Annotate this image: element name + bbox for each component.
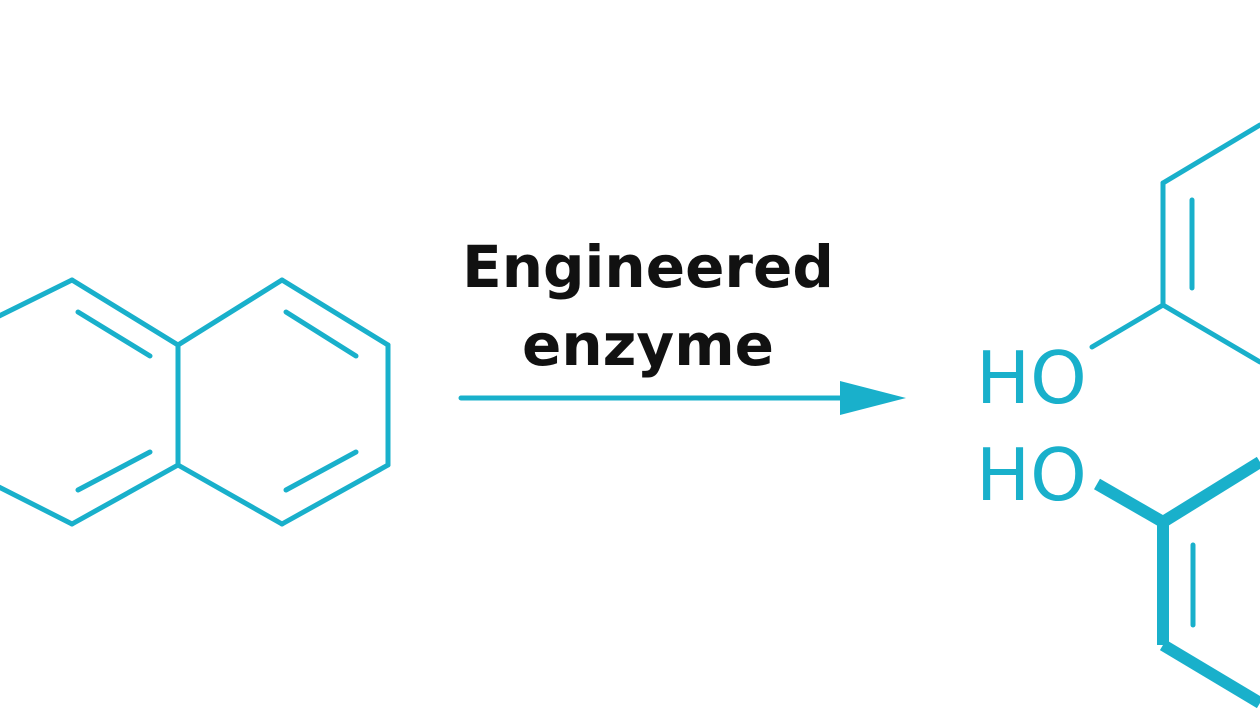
upper-naphthol-ring (1089, 122, 1260, 365)
binaphthol-structure: HO HO (976, 122, 1260, 709)
reagent-label-line2: enzyme (522, 311, 774, 379)
hydroxyl-label-upper: HO (976, 336, 1087, 420)
arrow-head (840, 381, 906, 415)
naphthalene-right-ring (175, 277, 391, 527)
lower-naphthol-ring (1094, 456, 1260, 709)
lower-oh-bond (1094, 478, 1166, 528)
reagent-label-line1: Engineered (462, 233, 834, 301)
naphthalene-left-ring (0, 277, 181, 527)
naphthalene-structure (0, 277, 391, 527)
hydroxyl-label-lower: HO (976, 433, 1087, 517)
upper-oh-bond (1089, 302, 1166, 350)
reaction-arrow (458, 381, 906, 415)
